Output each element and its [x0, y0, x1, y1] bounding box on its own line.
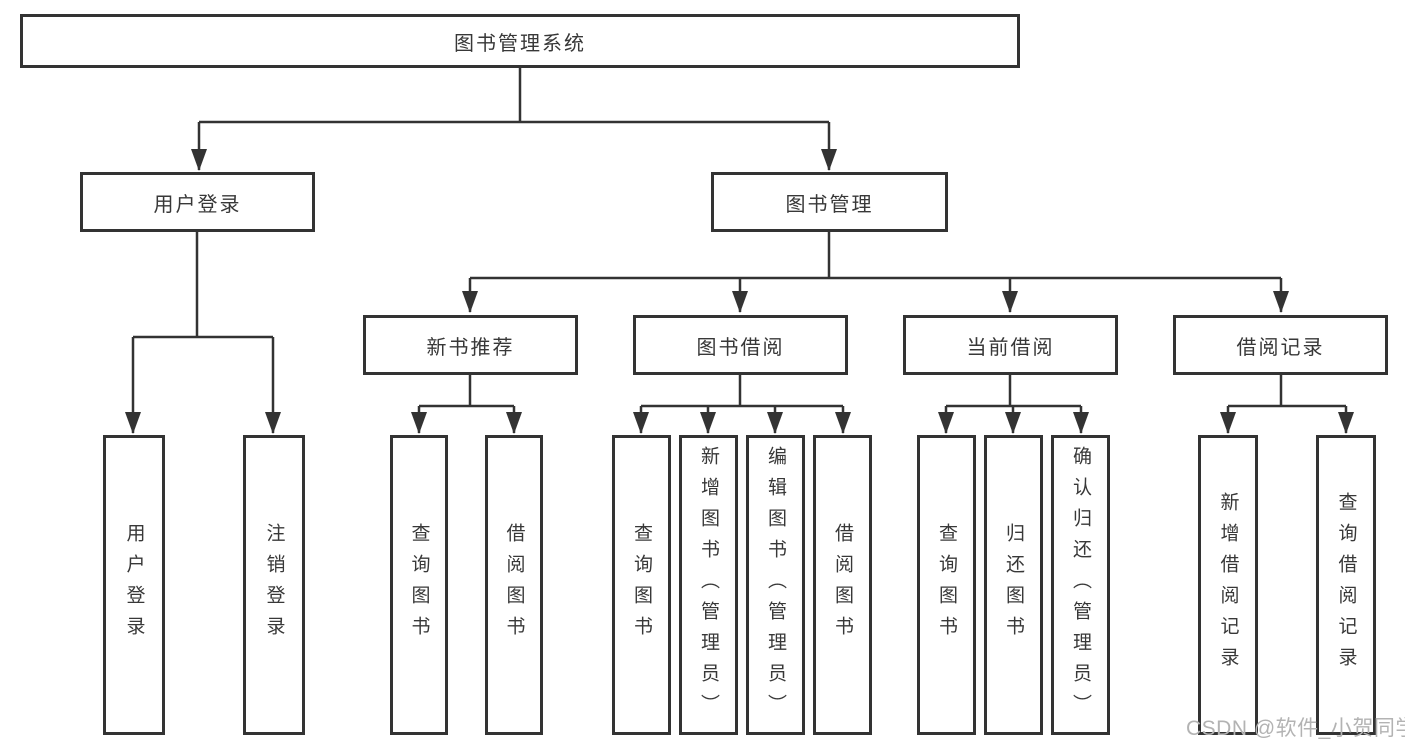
section-box-book-borrow: 图书借阅 — [633, 315, 848, 375]
section-label: 借阅记录 — [1236, 336, 1325, 359]
leaf-label: 注销登录 — [263, 523, 285, 647]
leaf-label: 借阅图书 — [832, 523, 853, 647]
leaf-box-logout: 注销登录 — [243, 435, 305, 735]
leaf-label: 查询借阅记录 — [1335, 492, 1357, 678]
leaf-box-confirm-return-admin: 确认归还（管理员） — [1051, 435, 1110, 735]
leaf-box-return-books: 归还图书 — [984, 435, 1043, 735]
section-label: 图书借阅 — [696, 336, 785, 359]
section-box-borrow-records: 借阅记录 — [1173, 315, 1388, 375]
branch-label: 用户登录 — [153, 193, 242, 216]
leaf-box-query-books-current: 查询图书 — [917, 435, 976, 735]
section-label: 新书推荐 — [426, 336, 515, 359]
leaf-label: 归还图书 — [1003, 523, 1024, 647]
root-box-library-management-system: 图书管理系统 — [20, 14, 1020, 68]
leaf-label: 查询图书 — [631, 523, 652, 647]
csdn-watermark: CSDN @软件_小贺同学 — [1186, 717, 1405, 740]
leaf-box-borrow-books: 借阅图书 — [813, 435, 872, 735]
leaf-box-query-borrow-record: 查询借阅记录 — [1316, 435, 1376, 735]
leaf-box-user-login: 用户登录 — [103, 435, 165, 735]
leaf-label: 借阅图书 — [503, 523, 525, 647]
branch-box-user-login: 用户登录 — [80, 172, 315, 232]
leaf-box-query-books-borrow: 查询图书 — [612, 435, 671, 735]
leaf-box-query-books-recommend: 查询图书 — [390, 435, 448, 735]
section-box-new-book-recommend: 新书推荐 — [363, 315, 578, 375]
leaf-box-borrow-books-recommend: 借阅图书 — [485, 435, 543, 735]
leaf-label: 查询图书 — [408, 523, 430, 647]
leaf-label: 用户登录 — [123, 523, 145, 647]
branch-box-book-management: 图书管理 — [711, 172, 948, 232]
leaf-label: 查询图书 — [936, 523, 957, 647]
branch-label: 图书管理 — [785, 193, 874, 216]
section-box-current-borrow: 当前借阅 — [903, 315, 1118, 375]
leaf-box-add-borrow-record: 新增借阅记录 — [1198, 435, 1258, 735]
leaf-box-add-books-admin: 新增图书（管理员） — [679, 435, 738, 735]
leaf-label: 编辑图书（管理员） — [765, 445, 786, 725]
section-label: 当前借阅 — [966, 336, 1055, 359]
leaf-label: 新增借阅记录 — [1217, 492, 1239, 678]
leaf-box-edit-books-admin: 编辑图书（管理员） — [746, 435, 805, 735]
leaf-label: 新增图书（管理员） — [698, 445, 719, 725]
root-label: 图书管理系统 — [454, 32, 586, 55]
leaf-label: 确认归还（管理员） — [1070, 445, 1091, 725]
